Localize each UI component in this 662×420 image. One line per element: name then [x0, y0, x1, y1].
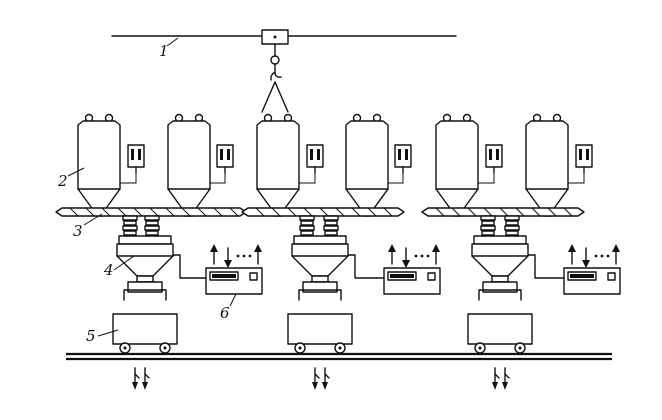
gauge-1b [216, 144, 234, 174]
cart-2 [287, 313, 353, 354]
gauge-1a [127, 144, 145, 174]
hoist-trolley [261, 29, 289, 57]
crane-hook [261, 55, 289, 113]
flexible-hose-1 [123, 281, 167, 301]
weighing-hopper-2 [291, 235, 349, 286]
flexible-hose-2 [298, 281, 342, 301]
discharge-1 [131, 367, 150, 391]
discharge-2 [311, 367, 330, 391]
cart-3 [467, 313, 533, 354]
container-1a [77, 113, 121, 217]
gauge-3a [485, 144, 503, 174]
label-screw-conveyor: 3 [73, 222, 83, 240]
spring-2b [323, 215, 339, 236]
spring-1a [122, 215, 138, 236]
container-2a [256, 113, 300, 217]
gauge-2b [394, 144, 412, 174]
label-weighing-hopper: 4 [103, 261, 114, 279]
spring-1b [144, 215, 160, 236]
station-3 [421, 113, 621, 391]
leader-lines [67, 37, 237, 337]
label-control-unit: 6 [220, 304, 230, 322]
weighing-hopper-1 [116, 235, 174, 286]
spring-2a [299, 215, 315, 236]
screw-conveyor-1 [55, 207, 247, 217]
control-unit-2 [383, 243, 441, 295]
screw-conveyor-3 [421, 207, 585, 217]
floor-track [66, 352, 612, 361]
container-2b [345, 113, 389, 217]
flexible-hose-3 [478, 281, 522, 301]
station-1 [55, 113, 263, 391]
container-3b [525, 113, 569, 217]
discharge-3 [491, 367, 510, 391]
screw-conveyor-2 [241, 207, 405, 217]
control-unit-3 [563, 243, 621, 295]
station-2 [241, 113, 441, 391]
label-transport-cart: 5 [86, 327, 96, 345]
control-unit-1 [205, 243, 263, 295]
spring-3b [504, 215, 520, 236]
label-crane-rail: 1 [159, 42, 169, 60]
weighing-hopper-3 [471, 235, 529, 286]
container-3a [435, 113, 479, 217]
label-container: 2 [57, 172, 68, 190]
gauge-2a [306, 144, 324, 174]
container-1b [167, 113, 211, 217]
spring-3a [480, 215, 496, 236]
cart-1 [112, 313, 178, 354]
gauge-3b [575, 144, 593, 174]
